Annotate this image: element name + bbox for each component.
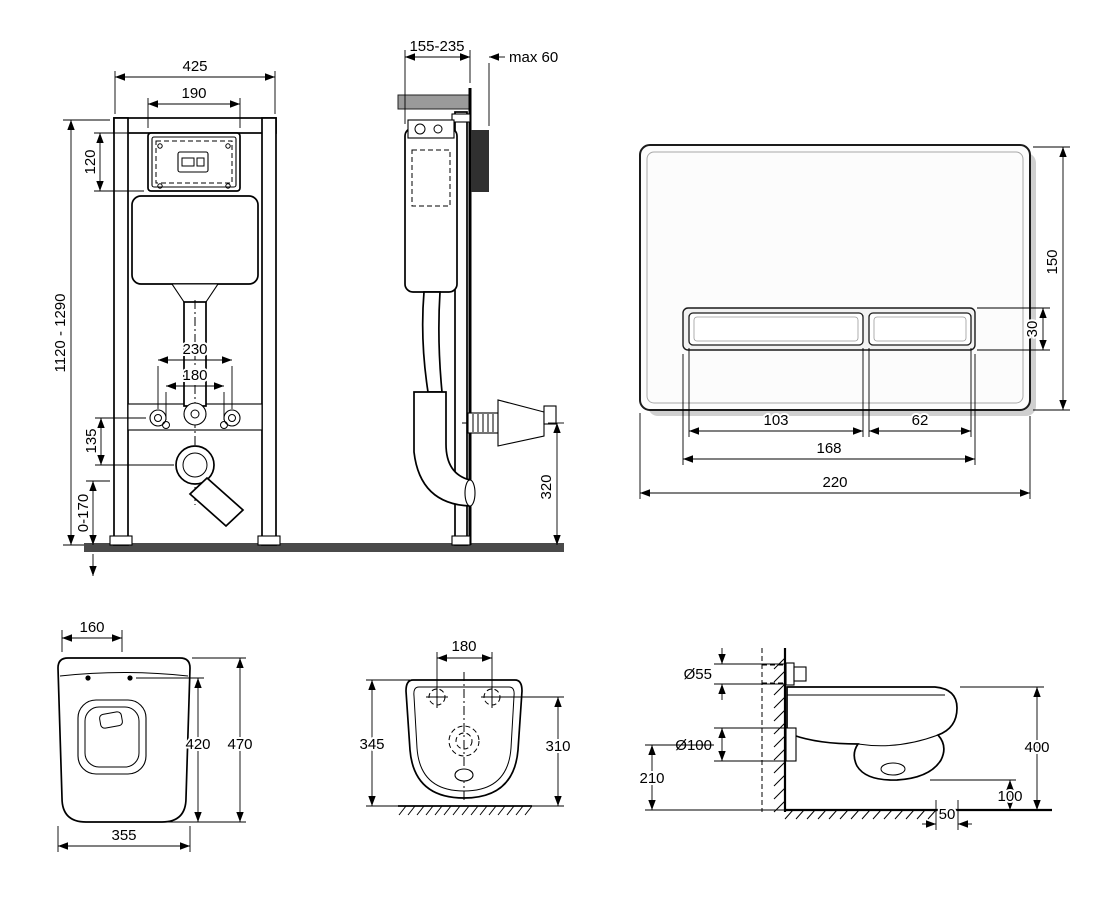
dim-frame-height-range: 1120 - 1290 bbox=[52, 294, 69, 373]
dim-inlet-dia: Ø55 bbox=[684, 666, 712, 683]
bowl-front-view: 160 420 470 355 bbox=[57, 617, 255, 852]
dim-plate-height-150: 150 bbox=[1044, 249, 1061, 274]
dim-outlet-dia: Ø100 bbox=[675, 737, 712, 754]
dim-clearance-100: 100 bbox=[997, 788, 1022, 805]
dim-bowl-front-420: 420 bbox=[185, 736, 210, 753]
dim-fixing-span-180: 180 bbox=[182, 367, 207, 384]
large-flush-button[interactable] bbox=[688, 312, 864, 346]
left-fixing-bolt bbox=[149, 409, 167, 427]
frame-right-foot bbox=[257, 535, 281, 546]
plate-body bbox=[639, 144, 1031, 411]
top-bracket bbox=[397, 94, 471, 110]
dim-bowl-top-345: 345 bbox=[359, 736, 384, 753]
dim-frame-width: 425 bbox=[182, 58, 207, 75]
mini-plate-icon bbox=[177, 151, 209, 173]
outlet-cone bbox=[497, 399, 545, 447]
dim-outlet-height-210: 210 bbox=[639, 770, 664, 787]
dim-front-50: 50 bbox=[939, 806, 956, 823]
dim-plate-width-220: 220 bbox=[822, 474, 847, 491]
frame-side-view: 155-235 max 60 320 bbox=[397, 36, 564, 546]
frame-right-rail bbox=[261, 117, 277, 546]
small-flush-button[interactable] bbox=[868, 312, 972, 346]
wall-anchor-block bbox=[471, 130, 489, 192]
bowl-side-outline bbox=[786, 686, 958, 781]
dim-depth-range: 155-235 bbox=[409, 38, 464, 55]
water-inlet bbox=[183, 402, 207, 426]
dim-panel-height: 120 bbox=[82, 149, 99, 174]
drain-socket bbox=[175, 445, 215, 485]
floor-bar bbox=[84, 543, 564, 552]
dim-wall-max: max 60 bbox=[509, 49, 558, 66]
dim-buttons-width-168: 168 bbox=[816, 440, 841, 457]
dim-small-button-62: 62 bbox=[912, 412, 929, 429]
right-fixing-bolt bbox=[223, 409, 241, 427]
dim-panel-width: 190 bbox=[181, 85, 206, 102]
flush-plate-view: 150 30 103 62 168 220 bbox=[639, 144, 1070, 499]
dim-large-button-103: 103 bbox=[763, 412, 788, 429]
dim-foot-adjust: 0-170 bbox=[75, 494, 92, 532]
seat-opening bbox=[77, 699, 147, 775]
dim-bowl-top-310: 310 bbox=[545, 738, 570, 755]
frame-foot-side bbox=[451, 535, 471, 546]
outlet-socket bbox=[785, 727, 797, 762]
dim-outlet-height-320: 320 bbox=[538, 474, 555, 499]
frame-top-bar bbox=[113, 117, 277, 134]
frame-front-view: 425 190 120 1120 - 1290 230 180 135 0-17… bbox=[50, 56, 281, 576]
outlet-mark bbox=[454, 768, 474, 782]
cistern-side bbox=[404, 127, 458, 293]
dim-bowl-front-470: 470 bbox=[227, 736, 252, 753]
dim-fixing-span-230: 230 bbox=[182, 341, 207, 358]
cistern bbox=[131, 195, 259, 285]
bowl-top-view: 180 345 310 bbox=[357, 636, 573, 816]
drain-elbow bbox=[188, 476, 245, 528]
dim-bowl-front-355: 355 bbox=[111, 827, 136, 844]
dim-outlet-offset-135: 135 bbox=[83, 428, 100, 453]
frame-left-rail bbox=[113, 117, 129, 546]
dim-bowl-top-180: 180 bbox=[451, 638, 476, 655]
bowl-side-view: Ø55 Ø100 210 400 100 50 bbox=[637, 648, 1052, 830]
flush-pipe-side bbox=[421, 291, 443, 393]
inlet-stub bbox=[785, 662, 795, 686]
dim-bowl-front-160: 160 bbox=[79, 619, 104, 636]
dim-bowl-height-400: 400 bbox=[1024, 739, 1049, 756]
frame-left-foot bbox=[109, 535, 133, 546]
dim-button-height-30: 30 bbox=[1024, 321, 1041, 338]
